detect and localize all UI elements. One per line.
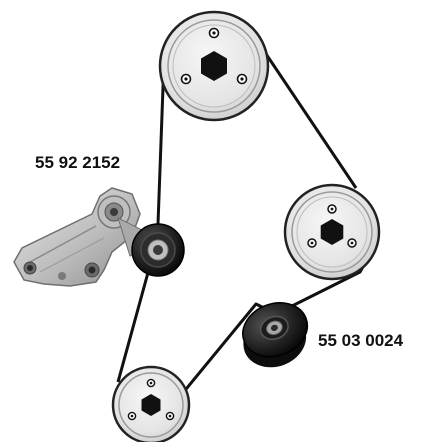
lower-pulley: [111, 365, 191, 442]
crankshaft-pulley: [158, 10, 270, 122]
hex-hub-icon: [320, 219, 344, 245]
accessory-pulley: [283, 183, 381, 281]
idler-pulley-icon: [242, 302, 309, 368]
tensioner-part-number: 55 92 2152: [35, 153, 120, 172]
tensioner-roller: [131, 223, 185, 277]
bolt-hole-icon: [180, 27, 248, 85]
hex-hub-icon: [201, 51, 227, 81]
hex-hub-icon: [141, 394, 161, 416]
bolt-hole-icon: [307, 204, 357, 248]
idler-pulley-part-number: 55 03 0024: [318, 331, 404, 350]
bolt-hole-icon: [127, 378, 175, 421]
belt-tensioner-assembly-icon: [13, 187, 151, 287]
